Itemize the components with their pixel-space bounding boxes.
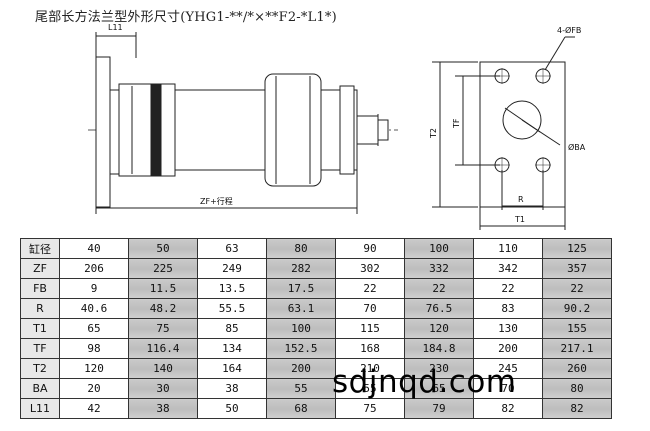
zf-stroke-label: ZF+行程 xyxy=(200,196,233,206)
table-cell: 90 xyxy=(335,238,405,259)
table-cell: 13.5 xyxy=(197,278,267,299)
table-cell: 63.1 xyxy=(266,298,336,319)
table-cell: 82 xyxy=(473,398,543,419)
table-cell: 22 xyxy=(404,278,474,299)
table-cell: 9 xyxy=(59,278,129,299)
ba-label: ØBA xyxy=(568,142,586,152)
table-cell: 184.8 xyxy=(404,338,474,359)
tf-label: TF xyxy=(452,118,461,129)
table-cell: 63 xyxy=(197,238,267,259)
row-label: T1 xyxy=(20,318,60,339)
table-cell: 82 xyxy=(542,398,612,419)
table-cell: 55 xyxy=(266,378,336,399)
table-cell: 17.5 xyxy=(266,278,336,299)
table-cell: 76.5 xyxy=(404,298,474,319)
table-cell: 50 xyxy=(197,398,267,419)
row-label: TF xyxy=(20,338,60,359)
table-cell: 22 xyxy=(473,278,543,299)
table-cell: 42 xyxy=(59,398,129,419)
table-cell: 206 xyxy=(59,258,129,279)
table-cell: 22 xyxy=(335,278,405,299)
watermark: sdjnqd.com xyxy=(332,364,517,400)
table-cell: 249 xyxy=(197,258,267,279)
table-cell: 115 xyxy=(335,318,405,339)
table-cell: 100 xyxy=(266,318,336,339)
table-cell: 200 xyxy=(266,358,336,379)
table-cell: 68 xyxy=(266,398,336,419)
table-cell: 75 xyxy=(335,398,405,419)
table-cell: 342 xyxy=(473,258,543,279)
row-label: 缸径 xyxy=(20,238,60,259)
table-cell: 70 xyxy=(335,298,405,319)
table-cell: 110 xyxy=(473,238,543,259)
fb-holes-label: 4-ØFB xyxy=(557,25,581,35)
table-cell: 200 xyxy=(473,338,543,359)
table-cell: 85 xyxy=(197,318,267,339)
table-cell: 79 xyxy=(404,398,474,419)
table-cell: 83 xyxy=(473,298,543,319)
table-cell: 98 xyxy=(59,338,129,359)
table-cell: 116.4 xyxy=(128,338,198,359)
table-cell: 217.1 xyxy=(542,338,612,359)
row-label: BA xyxy=(20,378,60,399)
table-cell: 48.2 xyxy=(128,298,198,319)
table-cell: 40.6 xyxy=(59,298,129,319)
table-cell: 38 xyxy=(128,398,198,419)
table-cell: 65 xyxy=(404,378,474,399)
table-cell: 130 xyxy=(473,318,543,339)
table-cell: 90.2 xyxy=(542,298,612,319)
table-cell: 164 xyxy=(197,358,267,379)
row-label: ZF xyxy=(20,258,60,279)
table-cell: 125 xyxy=(542,238,612,259)
t2-label: T2 xyxy=(429,128,438,139)
table-cell: 30 xyxy=(128,378,198,399)
table-cell: 332 xyxy=(404,258,474,279)
table-cell: 140 xyxy=(128,358,198,379)
table-cell: 120 xyxy=(59,358,129,379)
cylinder-technical-drawing: L11 ZF+行程 4-ØFB T2 TF ØBA R T1 xyxy=(88,23,586,230)
table-cell: 100 xyxy=(404,238,474,259)
l11-label: L11 xyxy=(108,23,123,32)
page-title: 尾部长方法兰型外形尺寸(YHG1-**/*×**F2-*L1*) xyxy=(35,10,337,25)
table-cell: 22 xyxy=(542,278,612,299)
table-cell: 282 xyxy=(266,258,336,279)
table-cell: 38 xyxy=(197,378,267,399)
table-cell: 155 xyxy=(542,318,612,339)
table-cell: 80 xyxy=(266,238,336,259)
r-label: R xyxy=(518,195,524,204)
t1-label: T1 xyxy=(514,215,525,224)
table-cell: 357 xyxy=(542,258,612,279)
table-cell: 50 xyxy=(128,238,198,259)
table-cell: 302 xyxy=(335,258,405,279)
table-cell: 225 xyxy=(128,258,198,279)
table-cell: 20 xyxy=(59,378,129,399)
table-cell: 260 xyxy=(542,358,612,379)
table-cell: 168 xyxy=(335,338,405,359)
table-cell: 152.5 xyxy=(266,338,336,359)
table-cell: 245 xyxy=(473,358,543,379)
table-cell: 120 xyxy=(404,318,474,339)
table-cell: 134 xyxy=(197,338,267,359)
table-cell: 80 xyxy=(542,378,612,399)
row-label: L11 xyxy=(20,398,60,419)
row-label: FB xyxy=(20,278,60,299)
table-cell: 75 xyxy=(128,318,198,339)
table-cell: 11.5 xyxy=(128,278,198,299)
row-label: T2 xyxy=(20,358,60,379)
table-cell: 55.5 xyxy=(197,298,267,319)
table-cell: 40 xyxy=(59,238,129,259)
table-cell: 65 xyxy=(59,318,129,339)
row-label: R xyxy=(20,298,60,319)
